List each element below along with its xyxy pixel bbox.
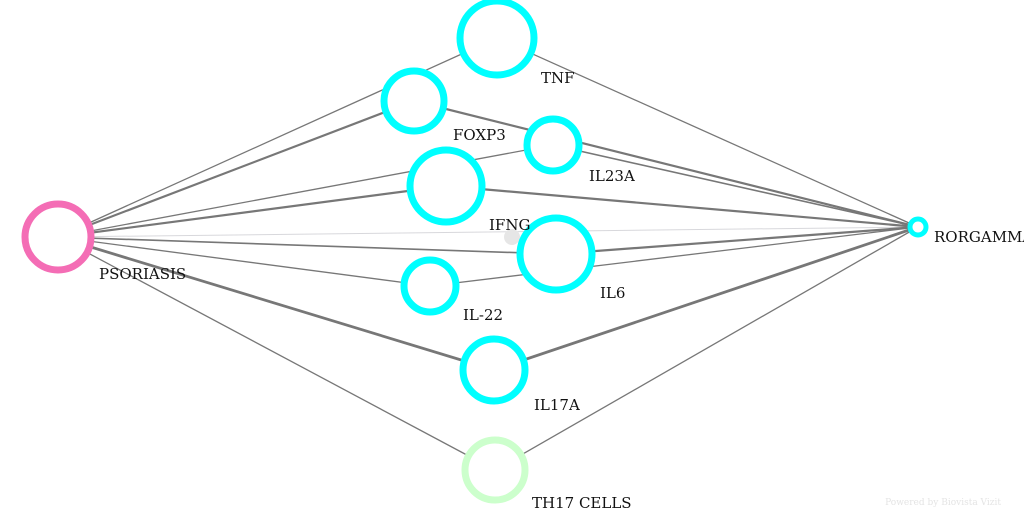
node-label-psoriasis: PSORIASIS (99, 265, 186, 283)
ghost-node (504, 229, 520, 245)
node-foxp3[interactable] (380, 67, 448, 135)
edge-ifng-rorgamma (445, 184, 919, 229)
edge-th17-rorgamma (494, 226, 919, 471)
edge-psoriasis-foxp3 (57, 99, 415, 239)
node-label-il23a: IL23A (589, 167, 635, 185)
edge-il23a-rorgamma (552, 144, 919, 228)
node-il22[interactable] (400, 256, 460, 316)
node-il17a[interactable] (459, 335, 529, 405)
node-rorgamma[interactable] (907, 216, 929, 238)
edge-il22-rorgamma (429, 226, 919, 287)
edge-tnf-rorgamma (496, 37, 919, 228)
node-il6[interactable] (516, 214, 596, 294)
node-label-il6: IL6 (600, 284, 625, 302)
edge-psoriasis-il6 (57, 236, 557, 255)
edge-foxp3-rorgamma (413, 99, 919, 229)
node-label-ifng: IFNG (489, 216, 530, 234)
edge-il6-rorgamma (555, 225, 919, 256)
edge-psoriasis-ifng (57, 184, 447, 239)
edge-il17a-rorgamma (493, 225, 919, 372)
edge-psoriasis-th17 (57, 236, 496, 471)
node-psoriasis[interactable] (21, 200, 95, 274)
edge-psoriasis-rorgamma (57, 226, 919, 238)
node-label-foxp3: FOXP3 (453, 126, 506, 144)
node-il23a[interactable] (523, 115, 583, 175)
edge-psoriasis-il17a (57, 235, 495, 372)
node-label-il22: IL-22 (463, 306, 503, 324)
edges-layer (57, 37, 919, 471)
node-tnf[interactable] (456, 0, 538, 79)
nodes-layer (21, 0, 929, 504)
node-label-il17a: IL17A (534, 396, 580, 414)
node-label-rorgamma: RORGAMMA (934, 228, 1024, 246)
node-ifng[interactable] (406, 146, 486, 226)
credit-text: Powered by Biovista Vizit (885, 498, 1001, 508)
node-label-th17: TH17 CELLS (532, 494, 632, 512)
node-label-tnf: TNF (541, 69, 575, 87)
node-th17[interactable] (461, 436, 529, 504)
edge-psoriasis-il22 (57, 236, 431, 287)
